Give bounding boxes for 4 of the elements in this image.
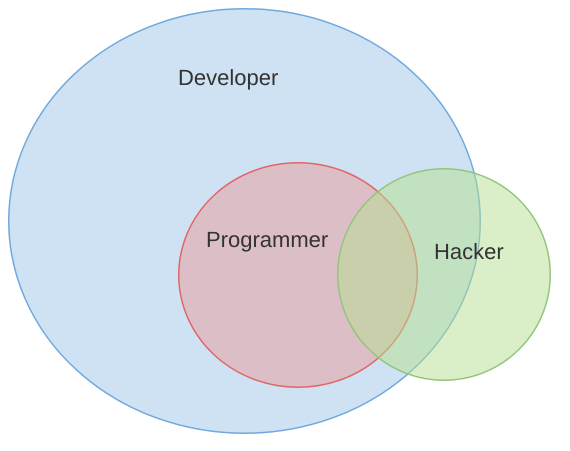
venn-circle	[337, 168, 551, 381]
set-label: Programmer	[206, 228, 328, 252]
set-label: Developer	[178, 66, 278, 90]
set-label: Hacker	[434, 240, 504, 264]
